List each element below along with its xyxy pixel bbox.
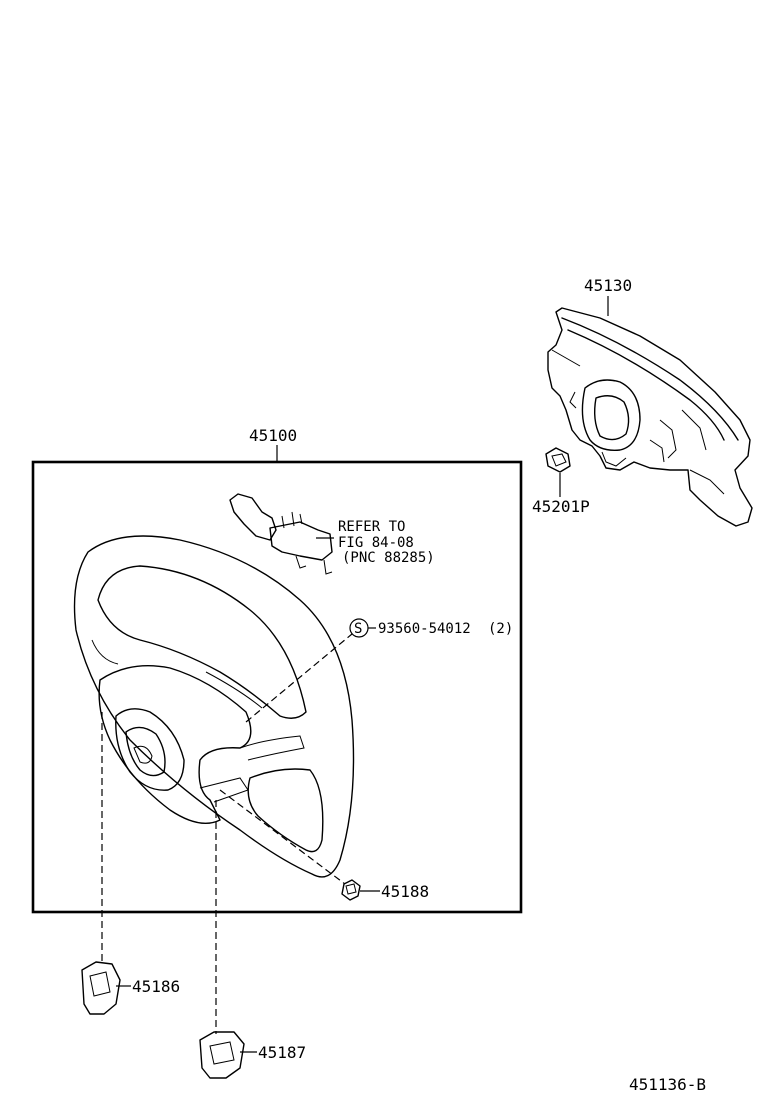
screw-symbol: S	[354, 621, 362, 637]
refer-line2: FIG 84-08	[338, 535, 414, 551]
screw-qty: (2)	[488, 621, 513, 637]
cover-left-drawing	[81, 961, 121, 1015]
screw-number: 93560-54012	[378, 621, 471, 637]
steering-wheel-drawing	[73, 535, 355, 878]
horn-pad-label: 45130	[584, 276, 632, 295]
nut-label: 45201P	[532, 497, 590, 516]
spiral-cable-drawing	[229, 493, 333, 575]
figure-id: 451136-B	[629, 1075, 706, 1094]
bolt-drawing	[341, 879, 361, 901]
cover-left-label: 45186	[132, 977, 180, 996]
steering-wheel-frame	[31, 460, 523, 914]
steering-wheel-label: 45100	[249, 426, 297, 445]
screw-dashed-leader	[245, 633, 353, 723]
cover-right-drawing	[199, 1031, 245, 1079]
refer-line3: (PNC 88285)	[342, 550, 435, 566]
bolt-dashed-leader	[219, 789, 346, 885]
refer-line1: REFER TO	[338, 519, 405, 535]
bolt-label: 45188	[381, 882, 429, 901]
horn-pad-drawing	[547, 307, 753, 527]
cover-right-label: 45187	[258, 1043, 306, 1062]
nut-drawing	[545, 447, 571, 473]
